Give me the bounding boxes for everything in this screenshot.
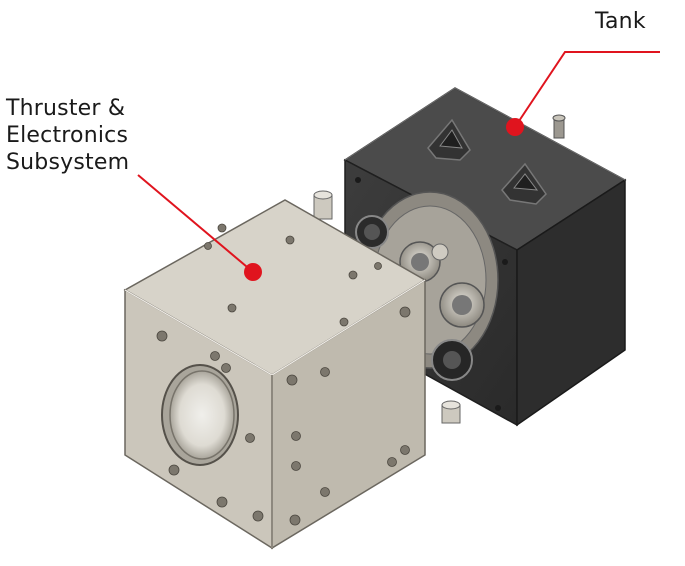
callout-marker-thruster bbox=[244, 263, 262, 281]
tank-label: Tank bbox=[595, 9, 646, 34]
thruster-label-line-1: Thruster & bbox=[6, 96, 126, 121]
standoff-top bbox=[313, 190, 333, 220]
connector-upper bbox=[355, 215, 389, 249]
thruster-electronics-label: Thruster & Electronics Subsystem bbox=[6, 95, 129, 176]
side-bolt-holes bbox=[286, 306, 411, 526]
valve-cluster bbox=[399, 241, 485, 328]
callout-thruster bbox=[137, 174, 262, 281]
callout-line-thruster bbox=[137, 174, 254, 273]
callout-line-tank bbox=[514, 51, 660, 128]
callout-tank bbox=[506, 51, 660, 136]
tank-valve bbox=[552, 114, 566, 139]
thruster-label-line-3: Subsystem bbox=[6, 150, 130, 175]
front-bolt-holes bbox=[156, 330, 264, 522]
tank-side-face bbox=[516, 178, 626, 427]
top-bolt-holes bbox=[204, 223, 382, 327]
standoff-bottom bbox=[441, 400, 461, 424]
thruster-label-line-2: Electronics bbox=[6, 123, 129, 148]
tank-lug-1 bbox=[427, 118, 471, 161]
callout-marker-tank bbox=[506, 118, 524, 136]
thruster-port bbox=[161, 364, 239, 466]
connector-lower bbox=[431, 339, 473, 381]
thruster-electronics-module bbox=[123, 199, 427, 550]
tank-lug-2 bbox=[501, 162, 547, 205]
